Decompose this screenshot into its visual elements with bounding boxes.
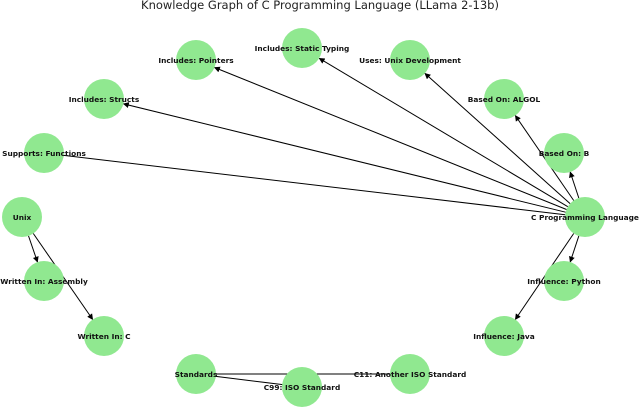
node-unixdev	[390, 40, 430, 80]
node-java	[484, 316, 524, 356]
node-layer	[2, 28, 605, 407]
edge-c-to-python	[569, 235, 580, 263]
node-b	[544, 133, 584, 173]
node-algol	[484, 79, 524, 119]
node-label-assembly: Written In: Assembly	[0, 277, 88, 286]
node-label-functions: Supports: Functions	[2, 149, 86, 158]
node-label-java: Influence: Java	[473, 332, 535, 341]
node-label-structs: Includes: Structs	[69, 95, 140, 104]
node-c	[565, 197, 605, 237]
edge-c-to-java	[514, 233, 575, 320]
node-label-static: Includes: Static Typing	[255, 44, 350, 53]
node-structs	[84, 79, 124, 119]
node-label-b: Based On: B	[539, 149, 590, 158]
node-python	[544, 261, 584, 301]
edge-c-to-unixdev	[424, 72, 571, 204]
node-label-writtenc: Written In: C	[77, 332, 130, 341]
edge-c-to-functions	[47, 153, 566, 216]
node-c99	[282, 367, 322, 407]
node-c11	[390, 354, 430, 394]
node-label-unixdev: Uses: Unix Development	[359, 56, 461, 65]
edge-c-to-b	[569, 171, 580, 199]
label-layer: C Programming Language Based On: B Based O…	[0, 44, 639, 392]
edge-c-to-structs	[122, 102, 566, 213]
node-label-python: Influence: Python	[527, 277, 600, 286]
node-assembly	[24, 261, 64, 301]
node-label-standards: Standards	[175, 370, 218, 379]
node-functions	[24, 133, 64, 173]
node-unix	[2, 197, 42, 237]
node-pointers	[176, 40, 216, 80]
node-static	[282, 28, 322, 68]
edge-c-to-static	[318, 57, 569, 208]
edge-unix-to-assembly	[28, 235, 39, 263]
node-label-c11: C11: Another ISO Standard	[354, 370, 467, 379]
node-label-c: C Programming Language	[531, 213, 639, 222]
node-label-unix: Unix	[13, 213, 32, 222]
node-writtenc	[84, 316, 124, 356]
graph-title: Knowledge Graph of C Programming Languag…	[141, 0, 499, 12]
node-label-pointers: Includes: Pointers	[158, 56, 234, 65]
edge-c-to-algol	[514, 115, 575, 201]
edge-c-to-pointers	[213, 66, 567, 210]
node-label-c99: C99: ISO Standard	[264, 383, 340, 392]
node-label-algol: Based On: ALGOL	[468, 95, 541, 104]
node-standards	[176, 354, 216, 394]
